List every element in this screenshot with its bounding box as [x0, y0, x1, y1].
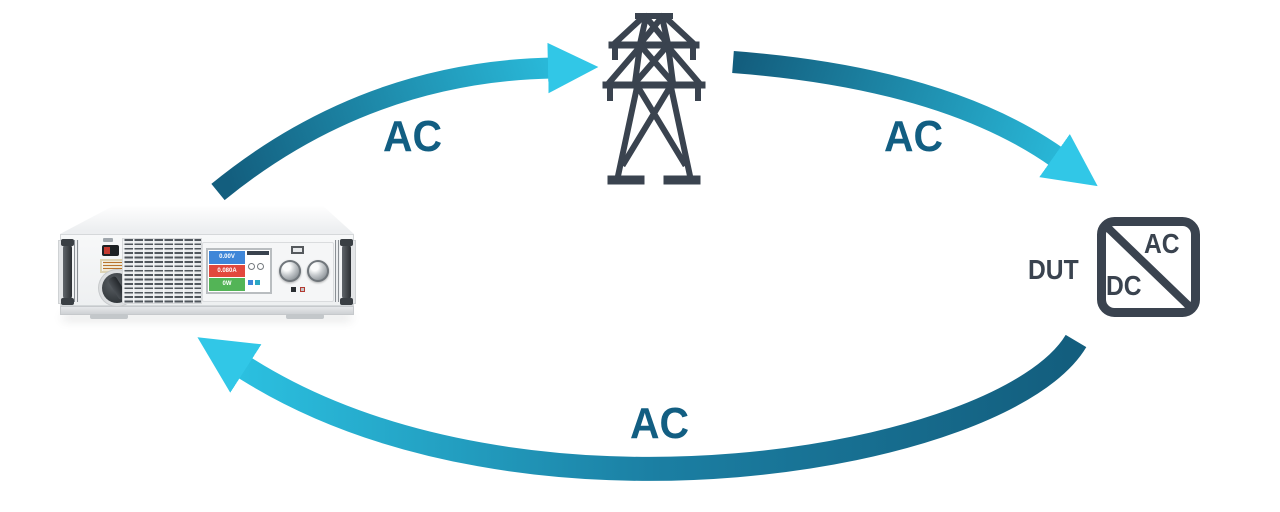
ac-label-dut-to-device: AC — [630, 399, 690, 448]
panel-button — [291, 287, 296, 292]
device-base — [60, 306, 354, 315]
rack-handle — [340, 239, 353, 305]
display-status-column — [246, 250, 270, 292]
device-foot — [90, 314, 128, 319]
panel-button — [300, 287, 305, 292]
side-vent-slats — [74, 240, 79, 302]
display-status-icons — [248, 272, 262, 290]
ventilation-grille — [122, 238, 202, 304]
rack-handle — [61, 239, 74, 305]
arrow-dut-to-device — [197, 334, 1087, 481]
voltage-readout: 0.00V — [209, 251, 245, 264]
dut-label: DUT — [1028, 254, 1079, 285]
power-supply-device: 0.00V 0.080A 0W — [58, 200, 356, 324]
dut-box-ac-text: AC — [1144, 228, 1180, 259]
transmission-tower-icon — [602, 12, 706, 185]
voltage-knob — [279, 260, 301, 282]
graph-icon — [255, 280, 260, 285]
warning-label — [101, 260, 125, 272]
usb-port — [291, 246, 304, 254]
dial-icon — [257, 263, 264, 270]
ac-label-grid-to-dut: AC — [884, 112, 944, 161]
display-title-bar — [247, 251, 269, 255]
current-readout: 0.080A — [209, 264, 245, 278]
touchscreen-display: 0.00V 0.080A 0W — [206, 248, 272, 294]
power-readout: 0W — [209, 278, 245, 292]
dut-box-dc-text: DC — [1106, 270, 1142, 301]
current-knob — [307, 260, 329, 282]
side-vent-slats — [335, 240, 340, 302]
dial-icon — [248, 263, 255, 270]
settings-icon — [248, 280, 253, 285]
control-panel: 0.00V 0.080A 0W — [202, 242, 334, 302]
arrow-grid-to-dut — [732, 51, 1098, 187]
device-foot — [286, 314, 324, 319]
brand-logo — [103, 238, 113, 242]
power-switch — [102, 245, 119, 256]
ac-label-device-to-grid: AC — [383, 112, 443, 161]
ac-dc-converter-icon — [1097, 217, 1200, 317]
arrow-device-to-grid — [211, 42, 599, 201]
device-top-lid — [60, 206, 354, 234]
measurement-rows: 0.00V 0.080A 0W — [208, 250, 246, 292]
